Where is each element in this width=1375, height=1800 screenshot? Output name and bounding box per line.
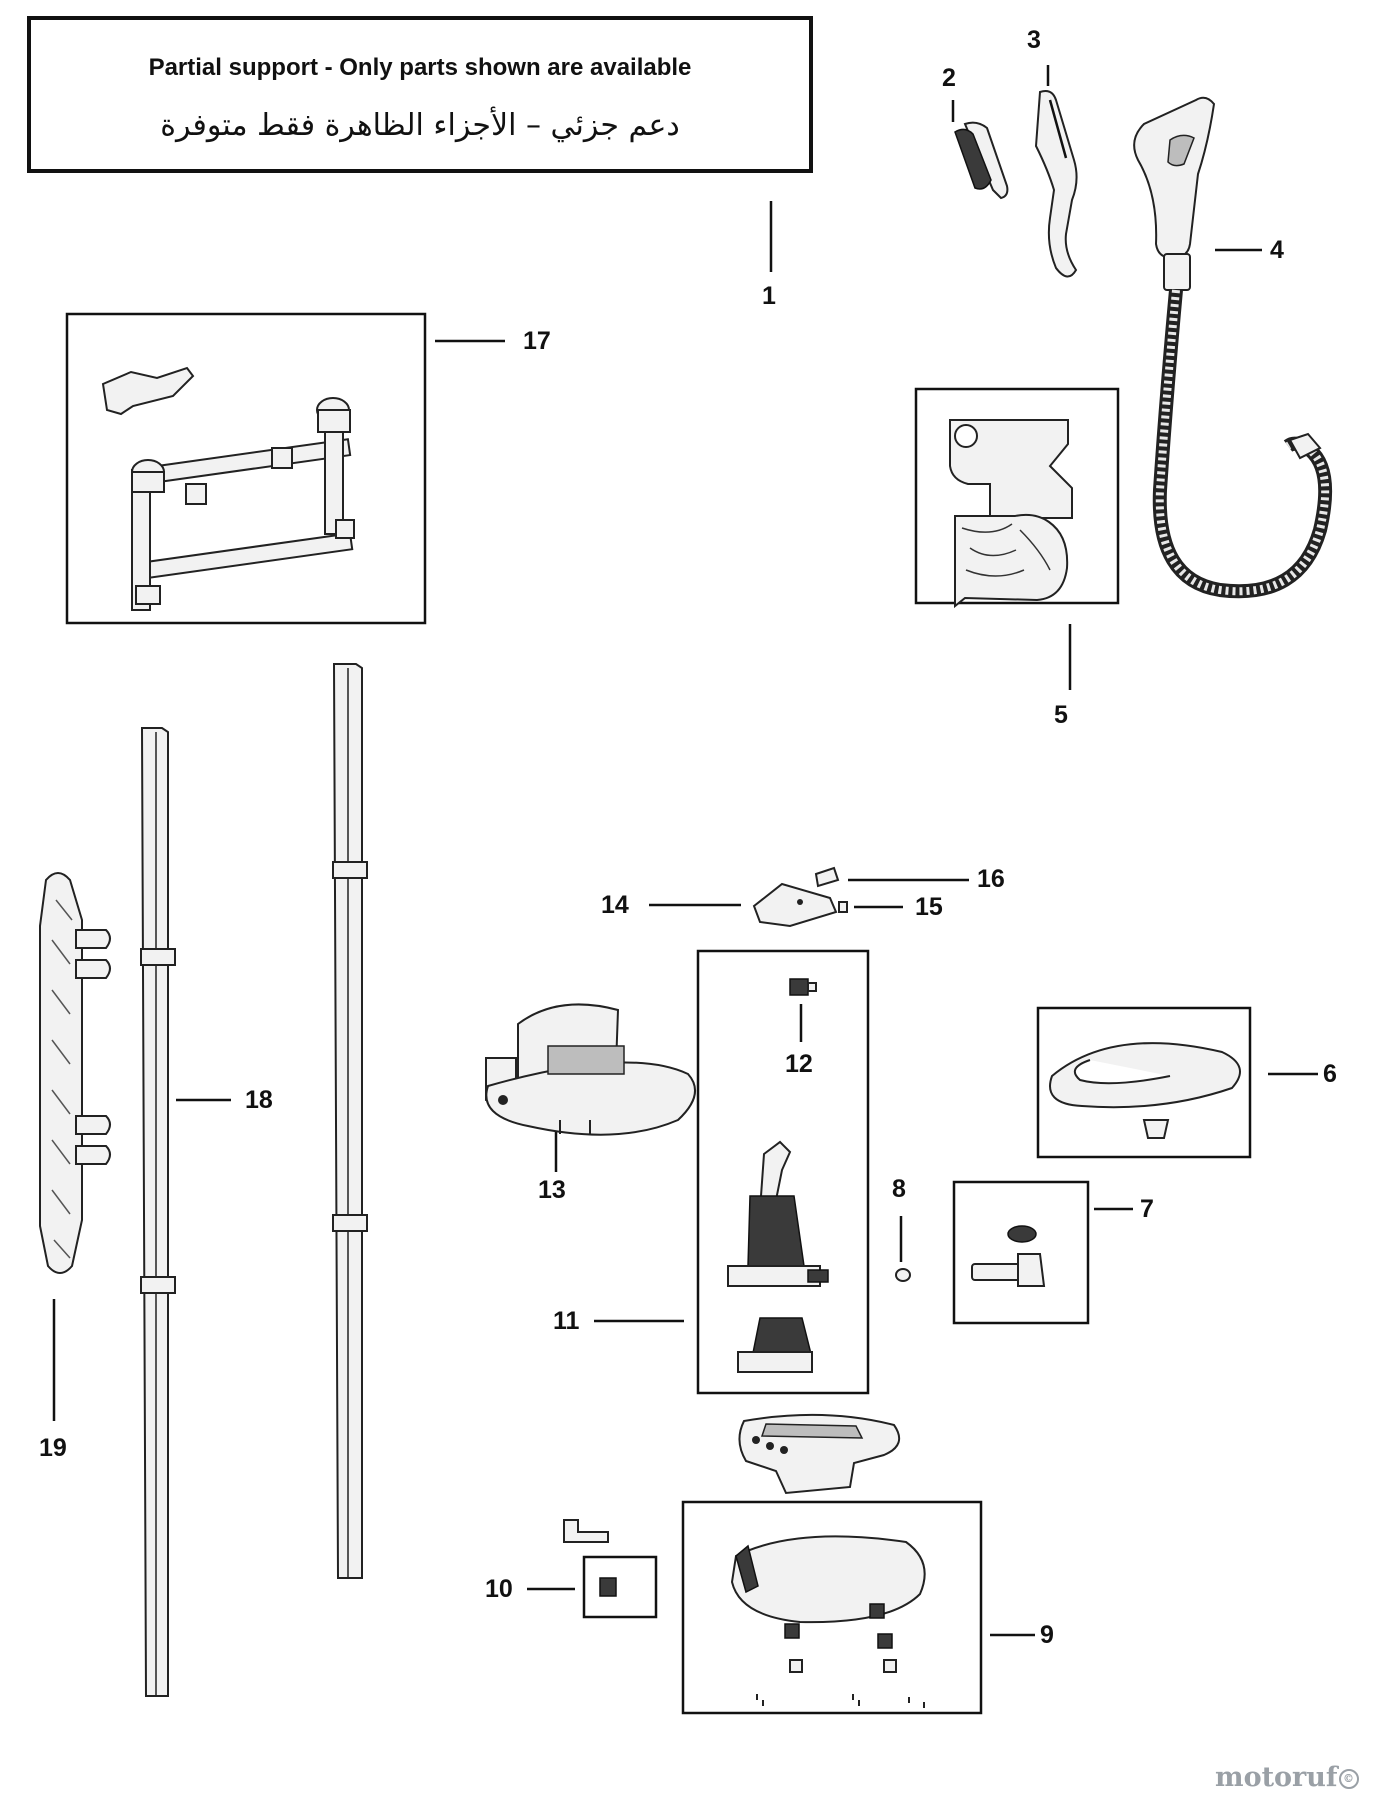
cover-part-14	[752, 882, 838, 928]
callout-3: 3	[1027, 26, 1041, 54]
nozzle-part-3	[1034, 90, 1078, 278]
callout-13: 13	[538, 1176, 566, 1204]
hanger-part-19	[39, 872, 111, 1274]
callout-10: 10	[485, 1575, 513, 1603]
copyright-icon: ©	[1338, 1768, 1359, 1789]
part-12	[789, 978, 817, 996]
callout-17: 17	[523, 327, 551, 355]
callout-2: 2	[942, 64, 956, 92]
callout-12: 12	[785, 1050, 813, 1078]
callout-6: 6	[1323, 1060, 1337, 1088]
part-15	[838, 901, 848, 913]
small-fasteners	[756, 1694, 925, 1708]
connector-part-10	[563, 1519, 617, 1597]
callout-7: 7	[1140, 1195, 1154, 1223]
callout-18: 18	[245, 1086, 273, 1114]
callout-11: 11	[553, 1307, 580, 1335]
hose-part-4	[1133, 96, 1333, 599]
callout-4: 4	[1270, 236, 1284, 264]
valve-part-7	[971, 1225, 1046, 1287]
watermark-brand: motoruf	[1215, 1762, 1338, 1793]
part-6-box	[1036, 1006, 1252, 1159]
callout-8: 8	[892, 1175, 906, 1203]
part-16	[814, 866, 840, 888]
frame-part-17	[101, 366, 355, 611]
part-5-box	[914, 387, 1120, 605]
part-7-box	[952, 1180, 1090, 1325]
notice-arabic-text: دعم جزئي – الأجزاء الظاهرة فقط متوفرة	[160, 108, 680, 143]
part-17-box	[65, 312, 427, 625]
housing-part-13	[485, 1003, 697, 1136]
part-11-box	[696, 949, 870, 1395]
leader-lines	[52, 65, 1318, 1637]
pole-part-18-right	[332, 663, 368, 1579]
part-10-box	[582, 1555, 658, 1619]
callout-14: 14	[601, 891, 629, 919]
base-plate	[738, 1413, 901, 1495]
callout-19: 19	[39, 1434, 67, 1462]
pump-part-11	[727, 1140, 829, 1373]
callout-1: 1	[762, 282, 776, 310]
notice-english-text: Partial support - Only parts shown are a…	[148, 54, 692, 81]
brush-part-2	[954, 121, 1009, 200]
callout-16: 16	[977, 865, 1005, 893]
pole-part-18-left	[140, 727, 176, 1697]
watermark-logo: motoruf©	[1215, 1762, 1359, 1793]
callout-5: 5	[1054, 701, 1068, 729]
base-part-9	[730, 1535, 926, 1673]
part-9-box	[681, 1500, 983, 1715]
part-8	[895, 1268, 911, 1282]
callout-15: 15	[915, 893, 943, 921]
availability-notice: Partial support - Only parts shown are a…	[27, 16, 813, 173]
cover-part-6	[1049, 1042, 1241, 1139]
accessory-part-5	[948, 419, 1073, 609]
callout-9: 9	[1040, 1621, 1054, 1649]
